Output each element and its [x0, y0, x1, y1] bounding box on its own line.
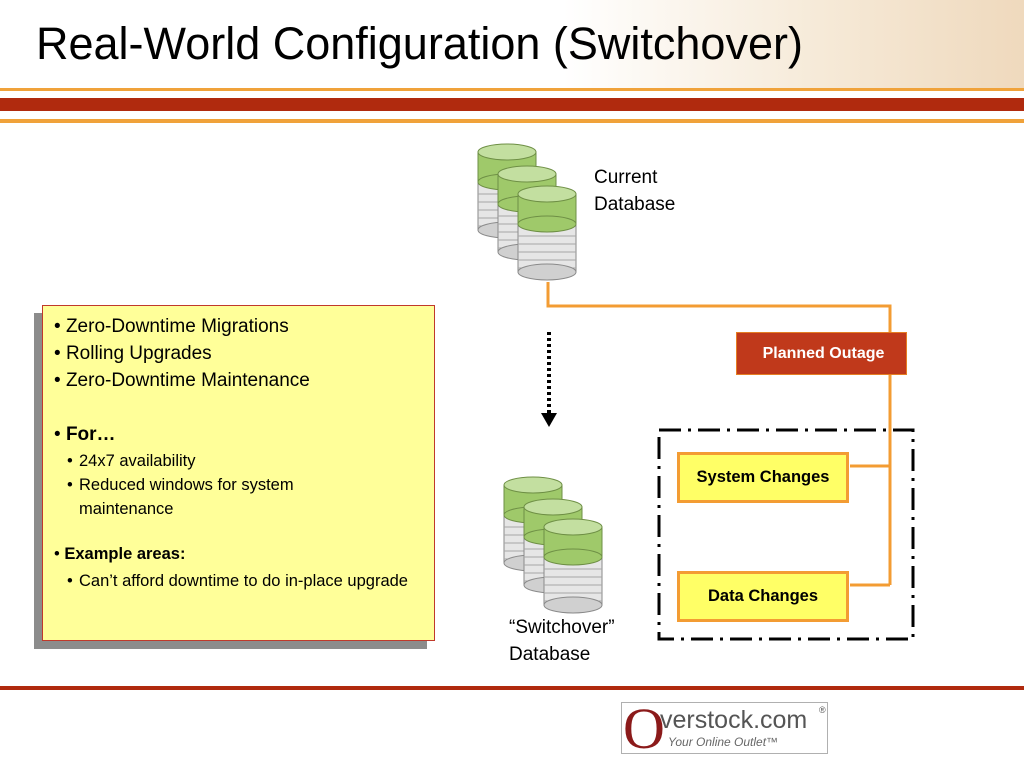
bullet-item: • Rolling Upgrades [54, 343, 212, 364]
sub-bullet-item: • Can’t afford downtime to do in-place u… [67, 572, 408, 590]
header-rule-top [0, 88, 1024, 91]
logo-wordmark: verstock.com [660, 706, 808, 734]
bullet-note-box: • Zero-Downtime Migrations • Rolling Upg… [42, 305, 435, 641]
footer-rule [0, 686, 1024, 690]
switchover-database-label: “Switchover” Database [509, 617, 615, 665]
bullet-item: • Zero-Downtime Migrations [54, 316, 289, 337]
header-background [0, 0, 1024, 90]
sub-bullet-item: • Reduced windows for system maintenance [67, 476, 294, 518]
bullet-heading-example: • Example areas: [54, 545, 186, 563]
connector-current-to-outage [546, 282, 892, 332]
overstock-logo: O verstock.com ® Your Online Outlet™ [621, 696, 828, 761]
db-cylinder [517, 185, 577, 281]
current-database-icon [477, 143, 577, 281]
sub-bullet-item: • 24x7 availability [67, 452, 196, 470]
switchover-database-icon [503, 476, 603, 614]
logo-tagline: Your Online Outlet™ [668, 735, 779, 749]
bullet-item: • Zero-Downtime Maintenance [54, 370, 310, 391]
header-rule-main [0, 98, 1024, 111]
data-changes-box: Data Changes [677, 571, 849, 622]
planned-outage-label: Planned Outage [736, 332, 907, 375]
logo-initial: O [623, 696, 665, 761]
logo-registered: ® [819, 705, 826, 715]
page-title: Real-World Configuration (Switchover) [36, 18, 803, 69]
bullet-heading-for: • For… [54, 424, 116, 445]
db-cylinder [543, 518, 603, 614]
system-changes-box: System Changes [677, 452, 849, 503]
current-database-label: Current Database [594, 167, 676, 215]
switchover-arrow-head [541, 413, 557, 427]
changes-dashed-region [657, 428, 915, 641]
header-rule-bottom [0, 119, 1024, 123]
